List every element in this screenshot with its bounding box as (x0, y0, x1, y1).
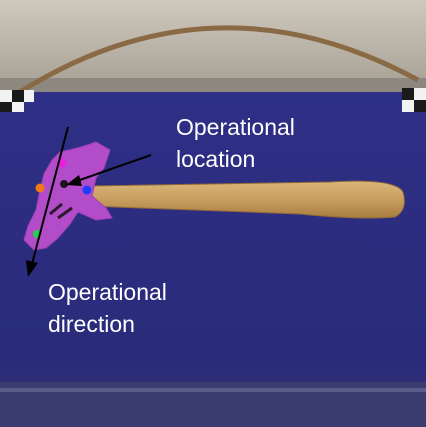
blue-mat (0, 92, 426, 427)
operational-direction-line-1: Operational (48, 279, 167, 305)
operational-location-line-1: Operational (176, 114, 295, 140)
hammer-head-detail (49, 202, 73, 220)
checker-marker-left (0, 90, 34, 112)
keypoint-blue (82, 185, 92, 195)
hammer-handle (87, 180, 405, 219)
operational-location-line-2: location (176, 146, 256, 172)
operational-location-label: Operational location (176, 111, 295, 175)
keypoint-orange (35, 183, 45, 193)
background-cable (18, 25, 420, 95)
hammer-eye (60, 180, 68, 188)
operational-direction-line-2: direction (48, 311, 135, 337)
operational-direction-label: Operational direction (48, 276, 167, 340)
checker-marker-right (402, 88, 426, 112)
operational-direction-arrow (26, 126, 69, 277)
mat-front-edge (0, 388, 426, 392)
operational-location-arrow (66, 154, 152, 186)
hammer-head-mask (23, 141, 113, 251)
